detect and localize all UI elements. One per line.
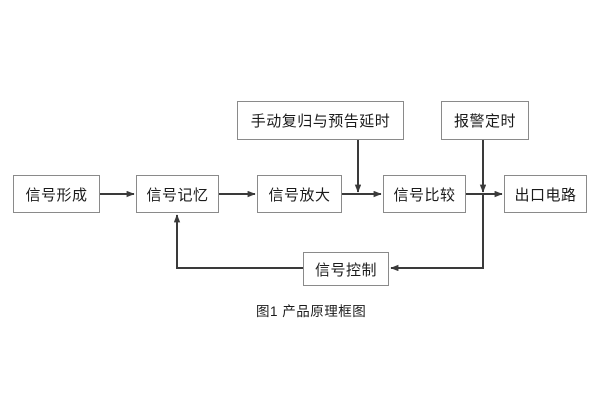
node-label: 报警定时 [453, 113, 516, 130]
node-signal-amplify[interactable]: 信号放大 [257, 175, 342, 213]
edge-control-to-memory [173, 214, 303, 269]
node-signal-compare[interactable]: 信号比较 [383, 175, 466, 213]
node-signal-control[interactable]: 信号控制 [303, 252, 389, 286]
node-signal-form[interactable]: 信号形成 [13, 175, 100, 213]
node-label: 信号放大 [268, 186, 331, 204]
node-label: 出口电路 [514, 186, 577, 204]
node-signal-memory[interactable]: 信号记忆 [136, 175, 219, 213]
node-output-circuit[interactable]: 出口电路 [504, 175, 587, 213]
node-alarm-timer[interactable]: 报警定时 [441, 101, 529, 140]
node-label: 手动复归与预告延时 [250, 113, 391, 130]
node-label: 信号形成 [25, 186, 88, 204]
node-label: 信号记忆 [146, 186, 209, 204]
node-manual-reset[interactable]: 手动复归与预告延时 [237, 101, 404, 140]
figure-caption: 图1 产品原理框图 [256, 304, 367, 319]
node-label: 信号控制 [314, 261, 377, 279]
edge-compare-to-control [390, 194, 484, 272]
node-label: 信号比较 [393, 186, 456, 204]
